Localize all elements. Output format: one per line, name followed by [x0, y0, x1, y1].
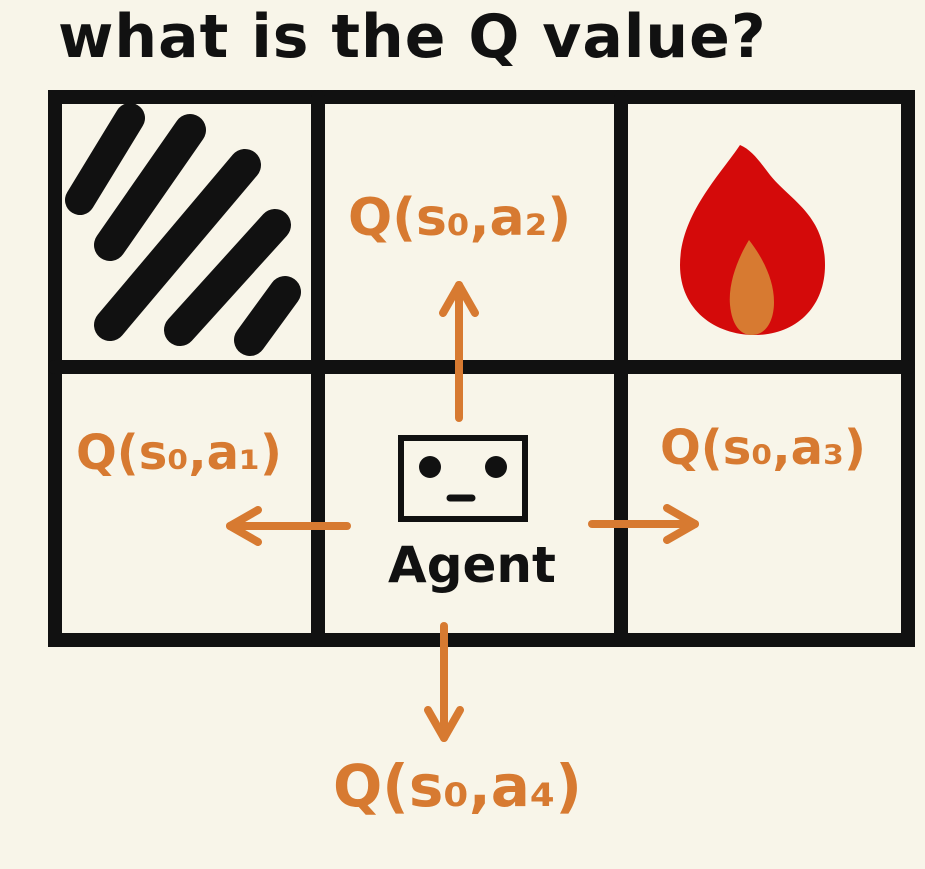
- fire-icon: [680, 145, 825, 335]
- q-value-up-label: Q(s₀,a₂): [348, 188, 572, 248]
- q-value-down-label: Q(s₀,a₄): [333, 752, 582, 820]
- striped-wall-icon: [65, 103, 301, 356]
- q-value-left-label: Q(s₀,a₁): [76, 425, 282, 481]
- action-arrows: [226, 281, 699, 742]
- agent-label: Agent: [388, 536, 556, 594]
- robot-face-icon: [398, 435, 528, 522]
- grid: [48, 90, 915, 647]
- q-value-right-label: Q(s₀,a₃): [660, 420, 866, 476]
- page-title: what is the Q value?: [58, 2, 767, 72]
